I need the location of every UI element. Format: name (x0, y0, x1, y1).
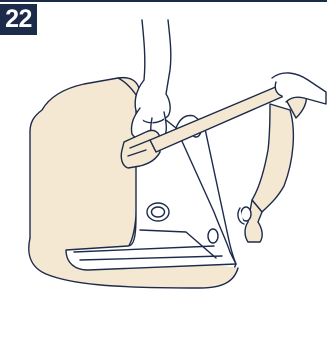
hand (131, 20, 170, 142)
